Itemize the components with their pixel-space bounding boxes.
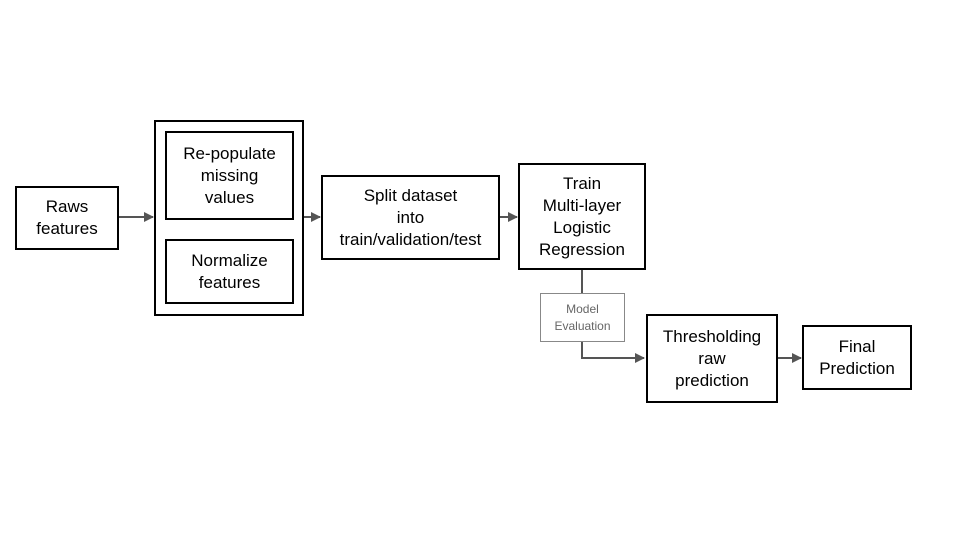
arrow-evaluation-to-threshold bbox=[581, 342, 645, 363]
node-thresholding: Thresholding raw prediction bbox=[646, 314, 778, 403]
node-raws-features: Raws features bbox=[15, 186, 119, 250]
node-normalize-features: Normalize features bbox=[165, 239, 294, 304]
node-model-evaluation: Model Evaluation bbox=[540, 293, 625, 342]
node-split-dataset: Split dataset into train/validation/test bbox=[321, 175, 500, 260]
node-repopulate-missing-values: Re-populate missing values bbox=[165, 131, 294, 220]
preprocessing-group bbox=[154, 120, 304, 316]
node-final-prediction: Final Prediction bbox=[802, 325, 912, 390]
node-train-model: Train Multi-layer Logistic Regression bbox=[518, 163, 646, 270]
